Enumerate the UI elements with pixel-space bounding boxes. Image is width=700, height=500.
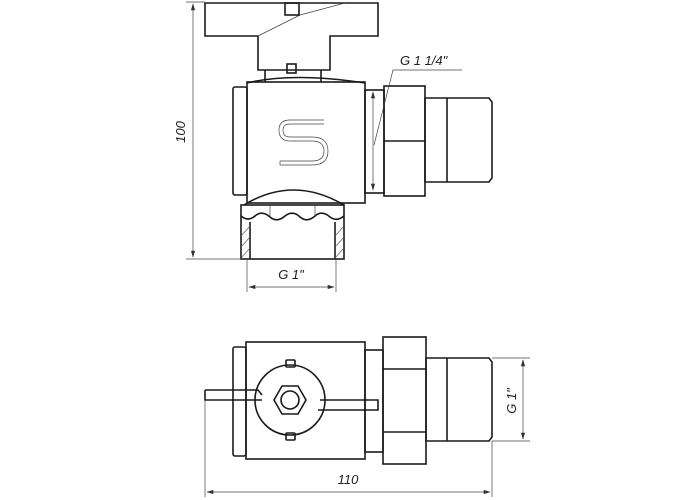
body-end-cap-top (232, 346, 247, 457)
stem-neck (264, 70, 322, 82)
handle-lever (204, 389, 379, 411)
union-nut-top (382, 336, 427, 465)
male-thread-end-top (425, 357, 493, 442)
hex-nut-bore (280, 390, 300, 410)
top-view (204, 336, 530, 497)
union-stub-top (364, 349, 384, 453)
dim-side-thread-label: G 1 1/4" (400, 53, 449, 68)
stem-square (286, 63, 297, 74)
body-end-cap (232, 86, 248, 196)
handle-wing (204, 2, 379, 71)
stem-disc-tab (285, 359, 296, 368)
hex-nut (273, 385, 307, 415)
section-hatching (240, 225, 345, 259)
dim-end-thread-label: G 1" (504, 387, 519, 414)
dim-height (186, 1, 241, 260)
male-thread-end (424, 97, 493, 183)
dim-bottom-thread-label: G 1" (278, 267, 305, 282)
body-top-dome (246, 76, 366, 84)
logo-s (278, 119, 329, 166)
dim-end-thread (492, 357, 530, 442)
dim-bottom-thread (246, 259, 337, 292)
dim-length (204, 400, 493, 497)
bottom-hex (240, 204, 345, 260)
body-bottom-dome (243, 189, 345, 206)
stem-disc-tab (285, 432, 296, 441)
dim-side-thread-leader (370, 69, 462, 191)
handle-wing-bevel-line (257, 2, 346, 37)
valve-body (246, 81, 366, 204)
stem-disc (254, 364, 326, 436)
dim-height-label: 100 (173, 120, 188, 142)
front-view (186, 1, 493, 292)
section-break-line (240, 212, 345, 221)
handle-screw (284, 2, 300, 16)
union-stub (364, 89, 385, 194)
dim-length-label: 110 (338, 472, 359, 487)
